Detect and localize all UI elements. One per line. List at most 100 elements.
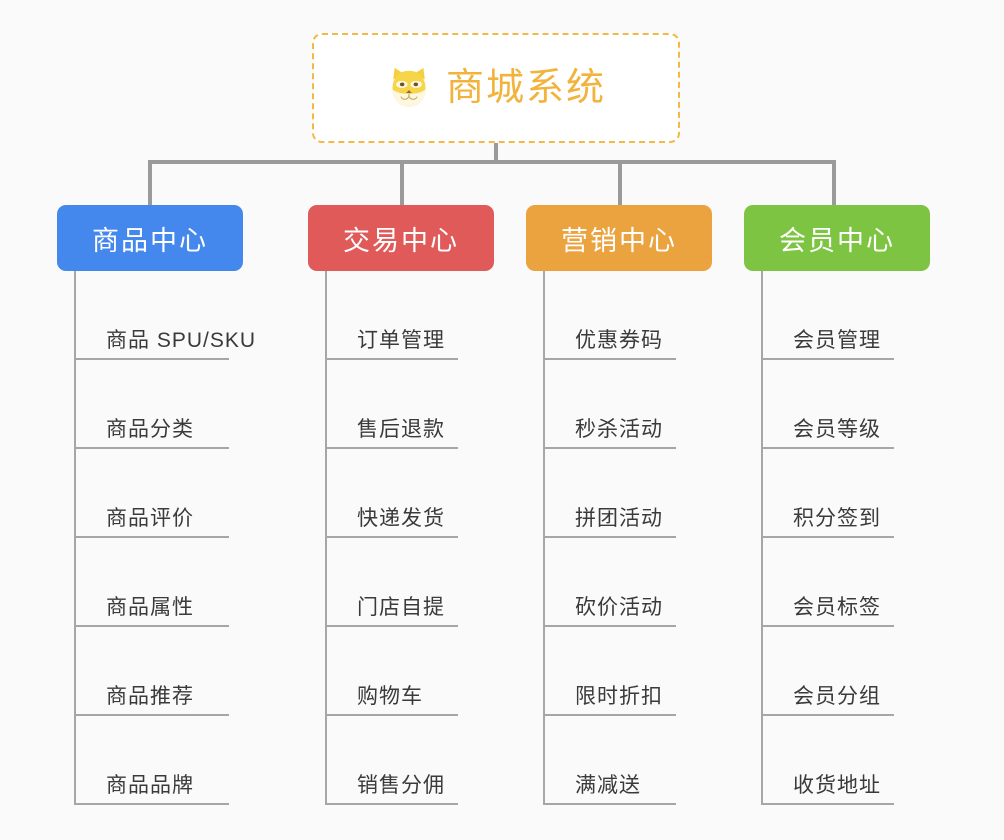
leaf-item[interactable]: 会员等级 [761,360,939,449]
connector-drop-1 [400,160,404,205]
leaf-item[interactable]: 快递发货 [325,449,508,538]
leaf-item[interactable]: 秒杀活动 [543,360,726,449]
leaf-label: 会员管理 [793,329,881,352]
leaf-underline [543,447,676,449]
leaf-label: 限时折扣 [575,685,663,708]
category-header-3[interactable]: 会员中心 [744,205,930,271]
leaf-label: 快递发货 [357,507,445,530]
leaf-label: 销售分佣 [357,774,445,797]
leaf-list-2: 优惠券码 秒杀活动 拼团活动 砍价活动 限时折扣 满减送 [543,271,726,805]
leaf-label: 收货地址 [793,774,881,797]
leaf-item[interactable]: 拼团活动 [543,449,726,538]
root-title: 商城系统 [445,67,606,109]
leaf-item[interactable]: 商品品牌 [74,716,287,805]
branch-trunk [761,271,763,805]
leaf-underline [74,714,229,716]
leaf-label: 会员标签 [793,596,881,619]
connector-drop-0 [148,160,152,205]
leaf-underline [761,625,894,627]
leaf-underline [761,358,894,360]
leaf-label: 满减送 [575,774,641,797]
leaf-label: 砍价活动 [575,596,663,619]
connector-horizontal-bus [148,160,836,164]
leaf-item[interactable]: 积分签到 [761,449,939,538]
category-header-0[interactable]: 商品中心 [57,205,243,271]
category-column-交易中心: 交易中心 订单管理 售后退款 快递发货 门店自提 购物车 [308,205,508,805]
leaf-underline [325,714,458,716]
leaf-item[interactable]: 门店自提 [325,538,508,627]
root-node[interactable]: 商城系统 [312,33,680,143]
leaf-item[interactable]: 商品评价 [74,449,287,538]
leaf-label: 商品品牌 [106,774,194,797]
leaf-underline [74,536,229,538]
branch-trunk [543,271,545,805]
leaf-list-0: 商品 SPU/SKU 商品分类 商品评价 商品属性 商品推荐 商品品牌 [74,271,287,805]
category-column-商品中心: 商品中心 商品 SPU/SKU 商品分类 商品评价 商品属性 商品推荐 [57,205,287,805]
leaf-item[interactable]: 商品推荐 [74,627,287,716]
leaf-item[interactable]: 满减送 [543,716,726,805]
leaf-item[interactable]: 会员管理 [761,271,939,360]
leaf-label: 拼团活动 [575,507,663,530]
leaf-underline [74,803,229,805]
leaf-item[interactable]: 商品分类 [74,360,287,449]
leaf-label: 会员等级 [793,418,881,441]
leaf-underline [325,625,458,627]
leaf-underline [761,447,894,449]
leaf-underline [761,536,894,538]
leaf-underline [543,358,676,360]
shiba-inu-icon [386,65,432,111]
leaf-label: 优惠券码 [575,329,663,352]
leaf-underline [761,714,894,716]
leaf-label: 订单管理 [357,329,445,352]
leaf-label: 商品属性 [106,596,194,619]
leaf-label: 购物车 [357,685,423,708]
branch-trunk [325,271,327,805]
leaf-item[interactable]: 商品属性 [74,538,287,627]
leaf-list-1: 订单管理 售后退款 快递发货 门店自提 购物车 销售分佣 [325,271,508,805]
leaf-item[interactable]: 会员分组 [761,627,939,716]
leaf-label: 秒杀活动 [575,418,663,441]
leaf-item[interactable]: 售后退款 [325,360,508,449]
branch-trunk [74,271,76,805]
leaf-underline [74,625,229,627]
category-column-营销中心: 营销中心 优惠券码 秒杀活动 拼团活动 砍价活动 限时折扣 [526,205,726,805]
category-header-2[interactable]: 营销中心 [526,205,712,271]
leaf-item[interactable]: 商品 SPU/SKU [74,271,287,360]
leaf-item[interactable]: 购物车 [325,627,508,716]
leaf-item[interactable]: 优惠券码 [543,271,726,360]
leaf-underline [543,625,676,627]
leaf-item[interactable]: 会员标签 [761,538,939,627]
leaf-underline [543,536,676,538]
leaf-underline [325,536,458,538]
leaf-underline [74,358,229,360]
connector-drop-2 [618,160,622,205]
leaf-underline [761,803,894,805]
leaf-label: 商品评价 [106,507,194,530]
leaf-label: 积分签到 [793,507,881,530]
category-column-会员中心: 会员中心 会员管理 会员等级 积分签到 会员标签 会员分组 [744,205,939,805]
category-header-label: 会员中心 [779,225,895,256]
leaf-label: 门店自提 [357,596,445,619]
leaf-item[interactable]: 销售分佣 [325,716,508,805]
leaf-underline [543,714,676,716]
leaf-underline [325,447,458,449]
category-header-label: 交易中心 [343,225,459,256]
leaf-underline [325,358,458,360]
connector-root-stem [494,143,498,163]
leaf-underline [74,447,229,449]
category-header-1[interactable]: 交易中心 [308,205,494,271]
category-header-label: 商品中心 [92,225,208,256]
leaf-underline [543,803,676,805]
leaf-item[interactable]: 订单管理 [325,271,508,360]
leaf-item[interactable]: 收货地址 [761,716,939,805]
leaf-label: 售后退款 [357,418,445,441]
leaf-label: 商品分类 [106,418,194,441]
leaf-label: 会员分组 [793,685,881,708]
category-header-label: 营销中心 [561,225,677,256]
leaf-item[interactable]: 砍价活动 [543,538,726,627]
leaf-list-3: 会员管理 会员等级 积分签到 会员标签 会员分组 收货地址 [761,271,939,805]
leaf-label: 商品推荐 [106,685,194,708]
connector-drop-3 [832,160,836,205]
leaf-item[interactable]: 限时折扣 [543,627,726,716]
